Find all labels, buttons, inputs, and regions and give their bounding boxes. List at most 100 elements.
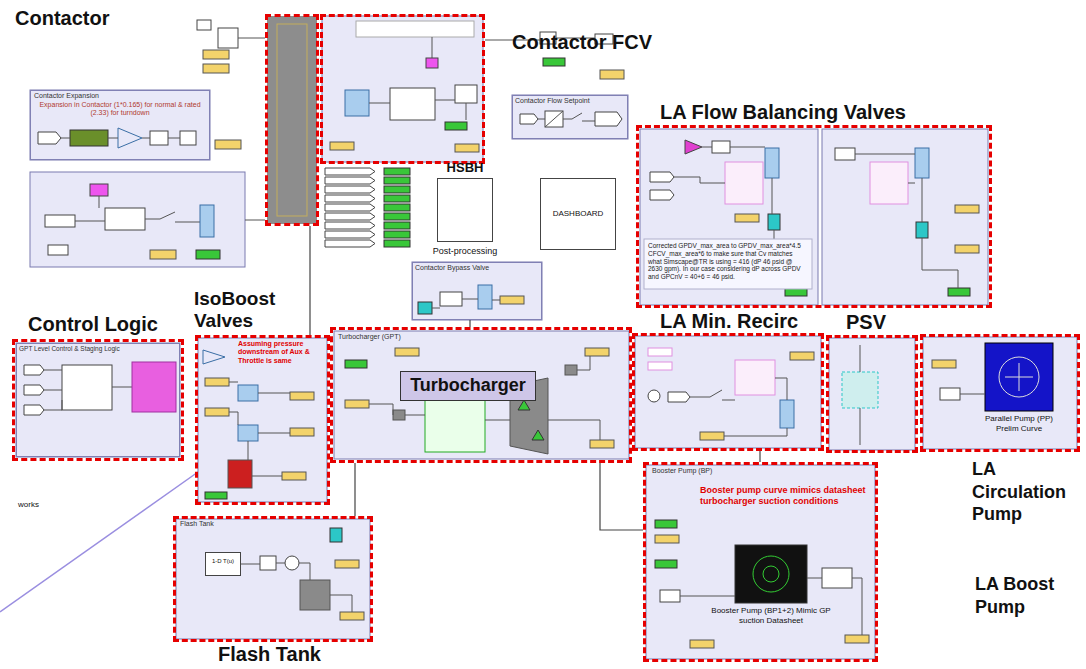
signal-connector bbox=[309, 226, 310, 335]
yellow-block bbox=[203, 50, 229, 59]
white-block bbox=[218, 28, 238, 48]
white-block bbox=[390, 88, 435, 120]
green-block bbox=[384, 222, 410, 229]
grey-block bbox=[565, 365, 577, 375]
signal-connector bbox=[354, 463, 355, 516]
signal-line bbox=[680, 578, 862, 635]
signal-line bbox=[369, 100, 466, 120]
white-block bbox=[260, 556, 276, 570]
yellow-block bbox=[290, 392, 314, 400]
signal-line bbox=[61, 138, 70, 139]
signal-connector bbox=[759, 451, 760, 462]
yellow-block bbox=[205, 378, 229, 386]
panel-fill bbox=[512, 95, 628, 139]
green-block bbox=[345, 360, 367, 368]
yellow-block bbox=[395, 348, 419, 356]
white-block bbox=[455, 85, 477, 103]
teal-block bbox=[916, 222, 928, 238]
dashed-region: PSV bbox=[826, 335, 918, 453]
teal-block bbox=[768, 214, 780, 230]
pump-block: Parallel Pump (PP) Prelim Curve bbox=[985, 343, 1053, 411]
white-block bbox=[325, 168, 375, 175]
region-title: LA Circulation Pump bbox=[972, 458, 1080, 526]
panel-fill bbox=[635, 336, 821, 448]
note-text: Booster pump curve mimics datasheet turb… bbox=[700, 485, 870, 507]
signal-line bbox=[369, 356, 600, 440]
white-block bbox=[835, 148, 855, 160]
white-block bbox=[325, 222, 375, 229]
white-block bbox=[325, 177, 375, 184]
red-block bbox=[228, 460, 252, 488]
white-block bbox=[24, 405, 44, 415]
teal-block bbox=[418, 302, 432, 314]
yellow-block bbox=[735, 214, 759, 222]
white-block bbox=[725, 162, 763, 204]
yellow-block bbox=[845, 635, 869, 643]
subsystem-panel: Contactor Bypass Valve bbox=[412, 262, 542, 320]
white-block bbox=[325, 231, 375, 238]
panel-heading: Contactor Bypass Valve bbox=[415, 264, 539, 272]
yellow-block bbox=[335, 560, 359, 568]
white-block bbox=[38, 132, 61, 144]
panel-heading: GPT Level Control & Staging Logic bbox=[19, 345, 169, 353]
yellow-block bbox=[655, 535, 679, 543]
white-block bbox=[105, 208, 145, 230]
signal-line bbox=[245, 220, 265, 221]
white-block bbox=[325, 213, 375, 220]
green-block bbox=[948, 288, 970, 296]
white-block bbox=[712, 141, 730, 153]
white-block bbox=[325, 195, 375, 202]
dashed-region: LA Circulation PumpParallel Pump (PP) Pr… bbox=[920, 334, 1080, 452]
dashed-region: LA Flow Balancing ValvesCorrected GPDV_m… bbox=[636, 125, 992, 308]
region-title: IsoBoost Valves bbox=[194, 288, 304, 332]
panel-fill bbox=[198, 338, 327, 502]
signal-connector bbox=[469, 320, 470, 327]
pump-caption: Booster Pump (BP1+2) Mimic GP suction Da… bbox=[706, 606, 836, 625]
panel-fill bbox=[16, 343, 180, 457]
signal-line bbox=[238, 38, 265, 39]
green-block bbox=[655, 560, 677, 568]
block-caption: Post-processing bbox=[415, 246, 515, 257]
green-block bbox=[384, 177, 410, 184]
region-title: Contactor bbox=[15, 6, 155, 30]
subsystem-block: HSBHPost-processing bbox=[437, 178, 493, 242]
signal-line bbox=[1005, 363, 1033, 391]
panel-fill bbox=[822, 129, 988, 305]
green-block bbox=[384, 186, 410, 193]
green-block bbox=[70, 130, 108, 146]
yellow-block bbox=[203, 64, 229, 73]
yellow-block bbox=[345, 400, 369, 408]
yellow-block bbox=[340, 612, 364, 620]
panel-fill bbox=[30, 90, 210, 160]
panel-heading: Turbocharger (GPT) bbox=[338, 333, 458, 341]
white-block bbox=[644, 239, 812, 289]
white-block bbox=[48, 245, 68, 255]
white-block bbox=[648, 362, 672, 370]
white-block bbox=[650, 172, 674, 182]
white-block bbox=[648, 348, 672, 356]
white-block bbox=[660, 590, 680, 602]
signal-line bbox=[690, 378, 787, 436]
panel-fill bbox=[646, 465, 875, 659]
blue-block bbox=[345, 90, 369, 116]
signal-line bbox=[229, 382, 290, 476]
dashed-region: LA Min. Recirc bbox=[632, 333, 824, 451]
blue-block bbox=[915, 148, 929, 178]
white-block bbox=[822, 568, 852, 588]
green-block bbox=[384, 168, 410, 175]
panel-heading: Contactor Expansion bbox=[34, 92, 204, 100]
white-block bbox=[285, 556, 299, 570]
yellow-block bbox=[790, 352, 814, 360]
white-block bbox=[197, 20, 211, 30]
signal-line bbox=[545, 111, 563, 127]
white-block bbox=[325, 186, 375, 193]
yellow-block bbox=[600, 70, 624, 79]
pump-block: Booster Pump (BP1+2) Mimic GP suction Da… bbox=[735, 545, 807, 603]
region-title: LA Flow Balancing Valves bbox=[660, 101, 980, 123]
region-title: Contactor FCV bbox=[512, 30, 682, 54]
green-block bbox=[445, 122, 467, 130]
white-block bbox=[870, 162, 908, 204]
white-block bbox=[545, 111, 563, 127]
green-block bbox=[384, 240, 410, 247]
